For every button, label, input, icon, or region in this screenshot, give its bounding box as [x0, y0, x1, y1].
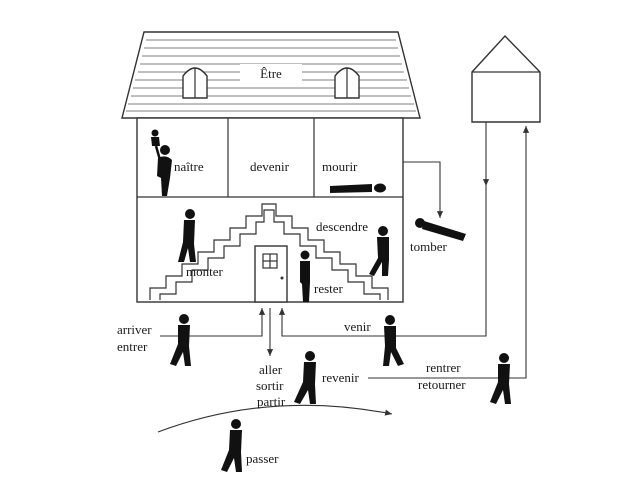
label-venir: venir — [344, 319, 371, 334]
label-entrer: entrer — [117, 339, 148, 354]
figure-rentrer-retourner — [490, 353, 511, 404]
label-sortir: sortir — [256, 378, 284, 393]
staircase — [149, 203, 389, 300]
figure-revenir — [294, 351, 316, 404]
label-descendre: descendre — [316, 219, 368, 234]
figures — [151, 129, 511, 472]
label-naitre: naître — [174, 159, 204, 174]
figure-descendre — [369, 226, 389, 276]
roof-label-backing — [240, 64, 302, 84]
label-monter: monter — [186, 264, 223, 279]
label-passer: passer — [246, 451, 279, 466]
label-aller: aller — [259, 362, 283, 377]
figure-arriver-entrer — [170, 314, 191, 366]
figure-venir — [383, 315, 404, 366]
arrow-rentrer-retourner — [368, 126, 530, 379]
labels: naître devenir mourir descendre monter r… — [117, 159, 466, 466]
label-rester: rester — [314, 281, 344, 296]
figure-rester — [300, 250, 310, 302]
label-retourner: retourner — [418, 377, 466, 392]
front-door — [254, 245, 288, 303]
figure-naitre — [151, 129, 172, 196]
arrow-passer — [157, 404, 393, 433]
dormer-window-left — [182, 67, 208, 99]
label-arriver: arriver — [117, 322, 152, 337]
main-house: Être — [121, 31, 421, 303]
label-revenir: revenir — [322, 370, 359, 385]
figure-monter — [178, 209, 196, 262]
staircase-inner — [159, 209, 381, 300]
label-mourir: mourir — [322, 159, 358, 174]
small-house — [471, 34, 541, 123]
roof-label-etre: Être — [260, 66, 282, 81]
figure-passer — [221, 419, 242, 472]
arrow-arriver-entrer — [160, 308, 266, 337]
arrows — [157, 122, 530, 433]
dormer-window-right — [334, 67, 360, 99]
arrow-venir-path — [278, 186, 487, 337]
label-devenir: devenir — [250, 159, 290, 174]
figure-tomber — [415, 218, 466, 241]
label-rentrer: rentrer — [426, 360, 461, 375]
label-partir: partir — [257, 394, 286, 409]
arrow-mourir-to-tomber — [403, 161, 444, 218]
label-tomber: tomber — [410, 239, 447, 254]
figure-mourir — [330, 183, 386, 193]
